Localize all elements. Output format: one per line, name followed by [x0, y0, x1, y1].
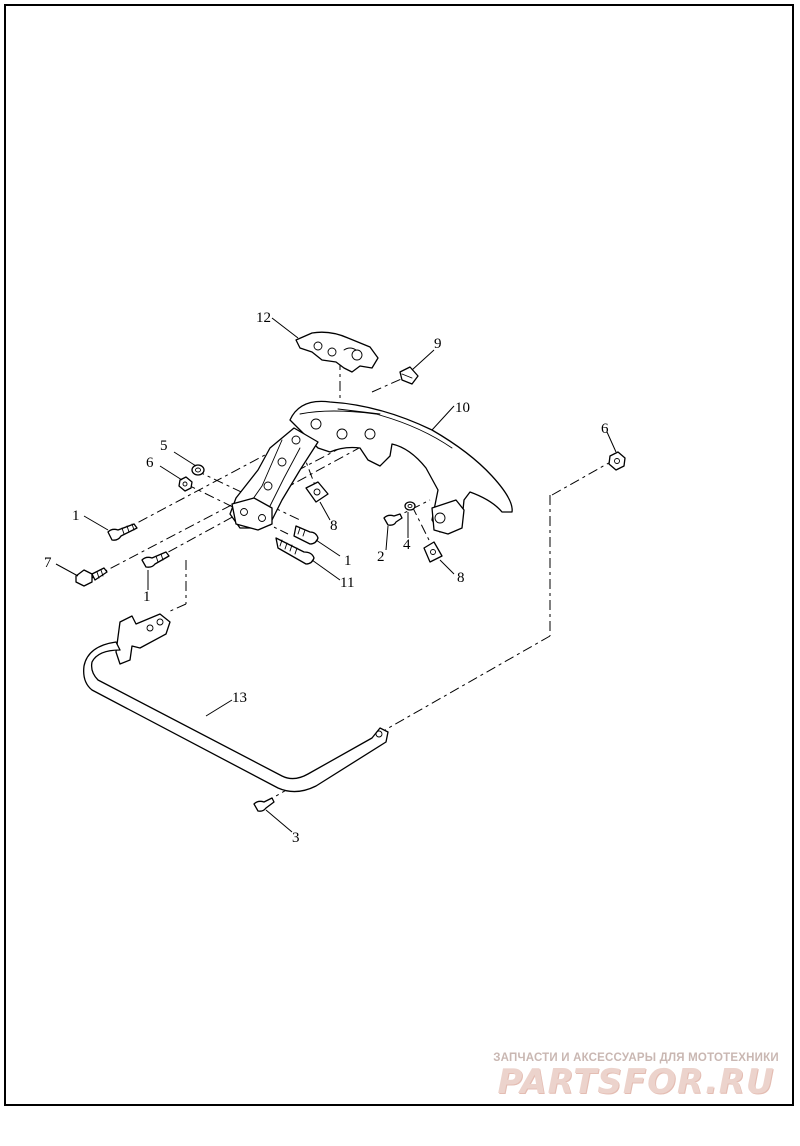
- callout-4: 4: [403, 537, 411, 553]
- part-7-bolt: [75, 567, 108, 587]
- callout-11: 11: [340, 575, 354, 591]
- part-8-clip-nut-upper: [305, 481, 329, 503]
- watermark: ЗАПЧАСТИ И АКСЕССУАРЫ ДЛЯ МОТОТЕХНИКИ PA…: [486, 1052, 786, 1102]
- callout-10: 10: [455, 400, 470, 416]
- callout-7: 7: [44, 555, 52, 571]
- part-8-clip-nut-lower: [423, 541, 443, 563]
- callout-5: 5: [160, 438, 168, 454]
- diagram-frame: [4, 4, 794, 1106]
- part-1-bolt-lower: [141, 551, 170, 568]
- part-1-bolt-upper: [107, 523, 138, 541]
- part-1-bolt-middle: [293, 525, 319, 545]
- callout-13: 13: [232, 690, 247, 706]
- part-11-long-bolt: [275, 537, 315, 565]
- part-3-bolt: [253, 797, 275, 812]
- callout-9: 9: [434, 336, 442, 352]
- callout-1-middle: 1: [344, 553, 352, 569]
- callout-2: 2: [377, 549, 385, 565]
- watermark-caption: ЗАПЧАСТИ И АКСЕССУАРЫ ДЛЯ МОТОТЕХНИКИ: [493, 1052, 779, 1064]
- callout-12: 12: [256, 310, 271, 326]
- watermark-logo: PARTSFOR.RU: [497, 1062, 775, 1102]
- callout-8-lower: 8: [457, 570, 465, 586]
- part-2-bolt: [383, 513, 403, 526]
- callout-numbers: 12 9 10 6 5 6 1 7 1 1 11 2 4 8 8 13 3: [44, 310, 609, 846]
- part-5-washer: [191, 464, 205, 476]
- leader-lines: [55, 317, 617, 833]
- callout-6-left: 6: [146, 455, 154, 471]
- callout-1-lower: 1: [143, 589, 151, 605]
- part-4-washer: [404, 501, 416, 511]
- part-10-fender-bracket: [229, 400, 513, 535]
- part-6-nut-left: [178, 476, 193, 492]
- part-9-clip: [399, 366, 419, 385]
- callout-3: 3: [292, 830, 300, 846]
- callout-1-upper: 1: [72, 508, 80, 524]
- part-12-top-plate: [295, 331, 379, 373]
- callout-6-right: 6: [601, 421, 609, 437]
- part-13-support-rail: [83, 613, 389, 793]
- callout-8-upper: 8: [330, 518, 338, 534]
- part-6-nut-right: [608, 451, 626, 471]
